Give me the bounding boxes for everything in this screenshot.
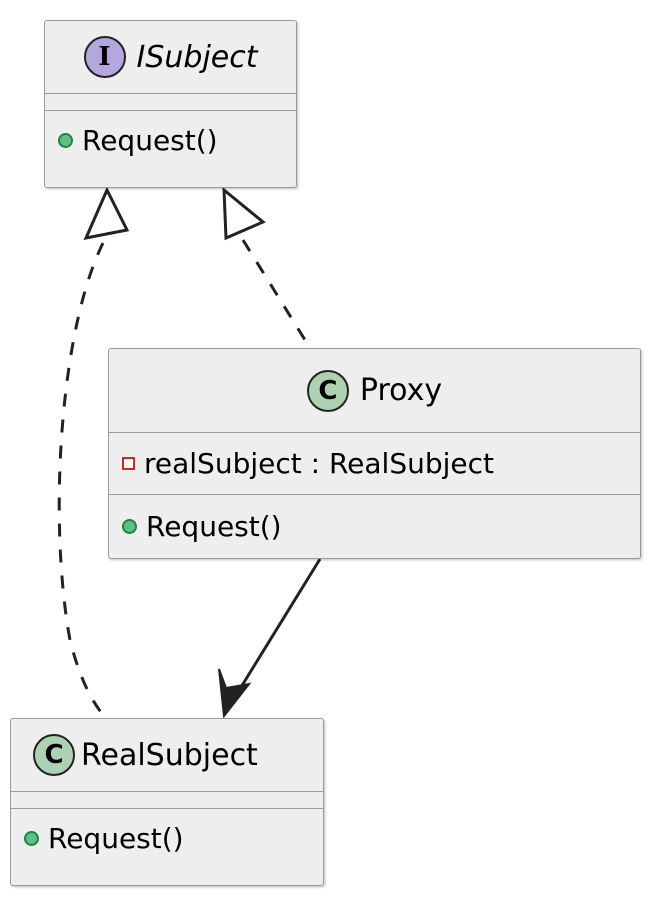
- proxy-title: Proxy: [359, 373, 443, 408]
- proxy-header: C Proxy: [109, 349, 640, 432]
- uml-node-proxy[interactable]: C Proxy realSubject : RealSubject Reques…: [108, 348, 641, 559]
- proxy-method-request[interactable]: Request(): [109, 494, 640, 558]
- open-arrowhead-icon: [218, 668, 252, 719]
- isubject-method-request[interactable]: Request(): [45, 110, 296, 170]
- public-method-icon: [58, 133, 73, 148]
- realsubject-title: RealSubject: [81, 737, 258, 773]
- class-stereotype-icon: C: [306, 369, 349, 412]
- edge-proxy-uses-realsubject: [218, 558, 322, 719]
- hollow-triangle-arrowhead-icon: [222, 186, 266, 241]
- private-field-icon: [122, 457, 135, 470]
- isubject-method-label: Request(): [82, 124, 218, 157]
- public-method-icon: [24, 831, 39, 846]
- hollow-triangle-arrowhead-icon: [83, 186, 130, 241]
- realsubject-header: C RealSubject: [11, 719, 323, 791]
- realsubject-attributes-compartment: [11, 791, 323, 808]
- proxy-attribute-label: realSubject : RealSubject: [144, 447, 494, 480]
- uml-node-isubject[interactable]: I ISubject Request(): [44, 20, 297, 188]
- realsubject-method-request[interactable]: Request(): [11, 808, 323, 868]
- isubject-attributes-compartment: [45, 93, 296, 110]
- proxy-method-label: Request(): [146, 510, 282, 543]
- isubject-header: I ISubject: [45, 21, 296, 93]
- proxy-attribute-realsubject[interactable]: realSubject : RealSubject: [109, 432, 640, 494]
- edge-proxy-implements-isubject: [222, 186, 312, 349]
- interface-stereotype-icon: I: [83, 36, 126, 78]
- class-stereotype-icon: C: [33, 734, 75, 776]
- realsubject-method-label: Request(): [48, 822, 184, 855]
- uml-node-realsubject[interactable]: C RealSubject Request(): [10, 718, 324, 886]
- public-method-icon: [122, 519, 137, 534]
- isubject-title: ISubject: [136, 39, 258, 75]
